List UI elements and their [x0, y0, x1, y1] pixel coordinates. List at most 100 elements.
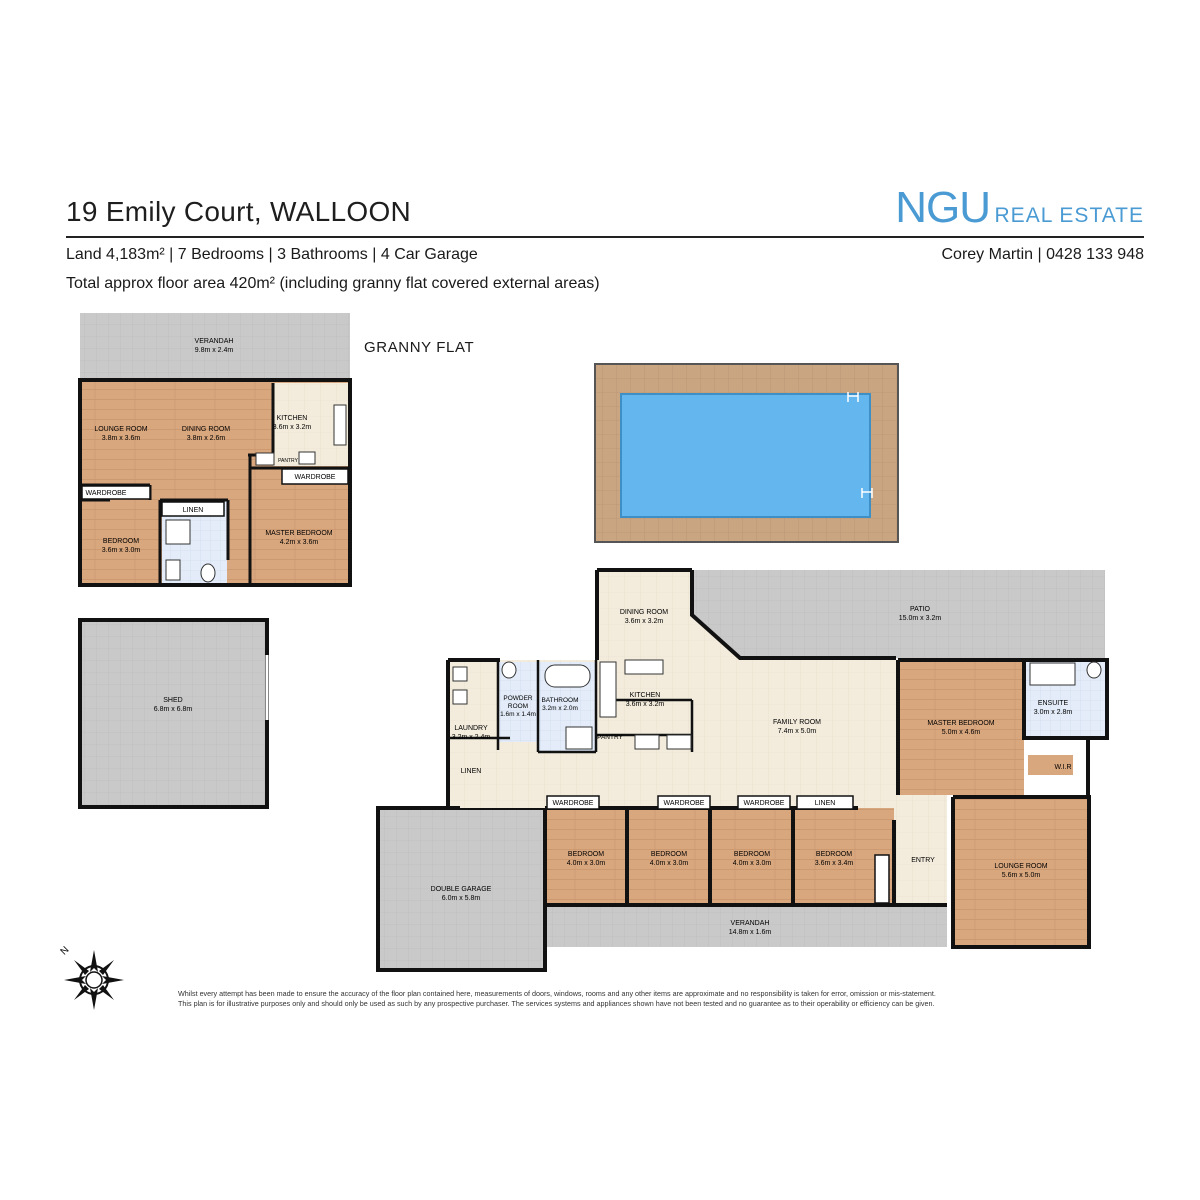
kitchen-sink-icon	[624, 659, 664, 675]
gf-pantry-label: PANTRY	[278, 458, 298, 464]
wir-floor	[1028, 755, 1073, 775]
bedroom-2-floor	[628, 808, 710, 905]
bedroom-1-wardrobe-label: WARDROBE	[553, 800, 594, 807]
double-garage-label: DOUBLE GARAGE	[431, 886, 492, 893]
powder-room-label-1: POWDER	[503, 695, 533, 702]
ensuite-label: ENSUITE	[1038, 700, 1069, 707]
gf-toilet-icon	[200, 563, 216, 583]
pool-ladder-icon	[847, 392, 859, 402]
bedroom-4-linen-label: LINEN	[815, 800, 836, 807]
gf-verandah-size: 9.8m x 2.4m	[195, 347, 234, 354]
bedroom-3-wardrobe	[737, 795, 791, 810]
lounge-room-size: 5.6m x 5.0m	[1002, 872, 1041, 879]
family-room-size: 7.4m x 5.0m	[778, 728, 817, 735]
toilet-icon	[501, 661, 517, 679]
gf-kitchen-label: KITCHEN	[277, 415, 308, 422]
gf-linen	[161, 501, 225, 517]
granny-flat: VERANDAH 9.8m x 2.4m LOUNGE ROOM 3.8m x …	[78, 313, 352, 587]
logo-text: REAL ESTATE	[994, 204, 1144, 227]
verandah-label: VERANDAH	[731, 920, 770, 927]
laundry-size: 3.2m x 2.4m	[452, 734, 491, 741]
kitchen-size: 3.6m x 3.2m	[626, 701, 665, 708]
shed-size: 6.8m x 6.8m	[154, 706, 193, 713]
laundry-label: LAUNDRY	[454, 725, 488, 732]
gf-shower-icon	[165, 519, 191, 545]
verandah-area	[545, 905, 947, 947]
compass-north-label: N	[59, 945, 72, 958]
gf-outer-walls	[78, 378, 352, 587]
bedroom-3-label: BEDROOM	[734, 851, 770, 858]
ensuite-toilet-icon	[1086, 661, 1102, 679]
dining-room-label: DINING ROOM	[620, 609, 668, 616]
cooktop-icon	[666, 734, 692, 750]
lounge-room-label: LOUNGE ROOM	[994, 863, 1047, 870]
powder-room-size: 1.6m x 1.4m	[500, 711, 536, 718]
gf-dining-size: 3.8m x 2.6m	[187, 435, 226, 442]
floor-area-note: Total approx floor area 420m² (including…	[66, 275, 600, 292]
shed: SHED 6.8m x 6.8m	[78, 618, 269, 809]
gf-bedroom-label: BEDROOM	[103, 538, 139, 545]
bedroom-4-label: BEDROOM	[816, 851, 852, 858]
bedroom-2-label: BEDROOM	[651, 851, 687, 858]
kitchen-label: KITCHEN	[630, 692, 661, 699]
pool-ladder-icon	[861, 488, 873, 498]
ensuite-shower-icon	[1029, 662, 1076, 686]
bedroom-1-floor	[545, 808, 627, 905]
bathroom-size: 3.2m x 2.0m	[542, 705, 578, 712]
entry-label: ENTRY	[911, 857, 935, 864]
disclaimer-line-1: Whilst every attempt has been made to en…	[178, 989, 936, 998]
gf-lounge-label: LOUNGE ROOM	[94, 426, 147, 433]
bathtub-icon	[544, 664, 591, 688]
verandah-size: 14.8m x 1.6m	[729, 929, 772, 936]
pantry-label: PANTRY	[597, 734, 623, 741]
gf-verandah	[80, 313, 350, 380]
granny-flat-heading: GRANNY FLAT	[364, 339, 475, 356]
gf-verandah-label: VERANDAH	[195, 338, 234, 345]
entry-cupboard	[874, 854, 890, 904]
laundry-tub-icon	[452, 666, 468, 682]
bedroom-1-size: 4.0m x 3.0m	[567, 860, 606, 867]
lounge-room-floor	[953, 797, 1089, 947]
bedroom-3-size: 4.0m x 3.0m	[733, 860, 772, 867]
agency-logo: NGU REAL ESTATE	[895, 183, 1144, 233]
gf-dining-label: DINING ROOM	[182, 426, 230, 433]
disclaimer-line-2: This plan is for illustrative purposes o…	[178, 999, 935, 1008]
gf-wardrobe-master-label: WARDROBE	[295, 474, 336, 481]
pool	[594, 363, 899, 543]
linen-label: LINEN	[461, 768, 482, 775]
wir-label: W.I.R	[1054, 764, 1071, 771]
gf-sink-icon	[333, 404, 347, 446]
gf-linen-label: LINEN	[183, 507, 204, 514]
bedroom-4-size: 3.6m x 3.4m	[815, 860, 854, 867]
patio-size: 15.0m x 3.2m	[899, 615, 942, 622]
main-house: DINING ROOM 3.6m x 3.2m PATIO 15.0m x 3.…	[376, 568, 1109, 972]
family-room-label: FAMILY ROOM	[773, 719, 821, 726]
dining-room-size: 3.6m x 3.2m	[625, 618, 664, 625]
powder-room-label-2: ROOM	[508, 703, 528, 710]
master-bedroom-label: MASTER BEDROOM	[927, 720, 994, 727]
gf-lounge-size: 3.8m x 3.6m	[102, 435, 141, 442]
double-garage-size: 6.0m x 5.8m	[442, 895, 481, 902]
master-bedroom-size: 5.0m x 4.6m	[942, 729, 981, 736]
property-summary: Land 4,183m² | 7 Bedrooms | 3 Bathrooms …	[66, 246, 478, 263]
shed-floor	[78, 618, 269, 809]
agent-contact: Corey Martin | 0428 133 948	[941, 246, 1145, 263]
patio-label: PATIO	[910, 606, 931, 613]
bedroom-3-floor	[711, 808, 793, 905]
gf-wardrobe-master	[281, 468, 349, 485]
gf-basin-icon	[165, 559, 181, 581]
gf-kitchen-size: 3.6m x 3.2m	[273, 424, 312, 431]
gf-master-size: 4.2m x 3.6m	[280, 539, 319, 546]
bedroom-4-linen	[796, 795, 854, 810]
shed-label: SHED	[163, 697, 182, 704]
gf-wardrobe-bed	[81, 485, 151, 500]
gf-stove-icon	[255, 452, 275, 466]
bedroom-2-wardrobe	[657, 795, 711, 810]
master-bedroom-floor	[898, 660, 1024, 795]
gf-wardrobe-bed-label: WARDROBE	[86, 490, 127, 497]
gf-bedroom-size: 3.6m x 3.0m	[102, 547, 141, 554]
gf-fridge-icon	[298, 451, 316, 465]
oven-icon	[634, 734, 660, 750]
gf-master-label: MASTER BEDROOM	[265, 530, 332, 537]
kitchen-bench	[599, 661, 617, 718]
